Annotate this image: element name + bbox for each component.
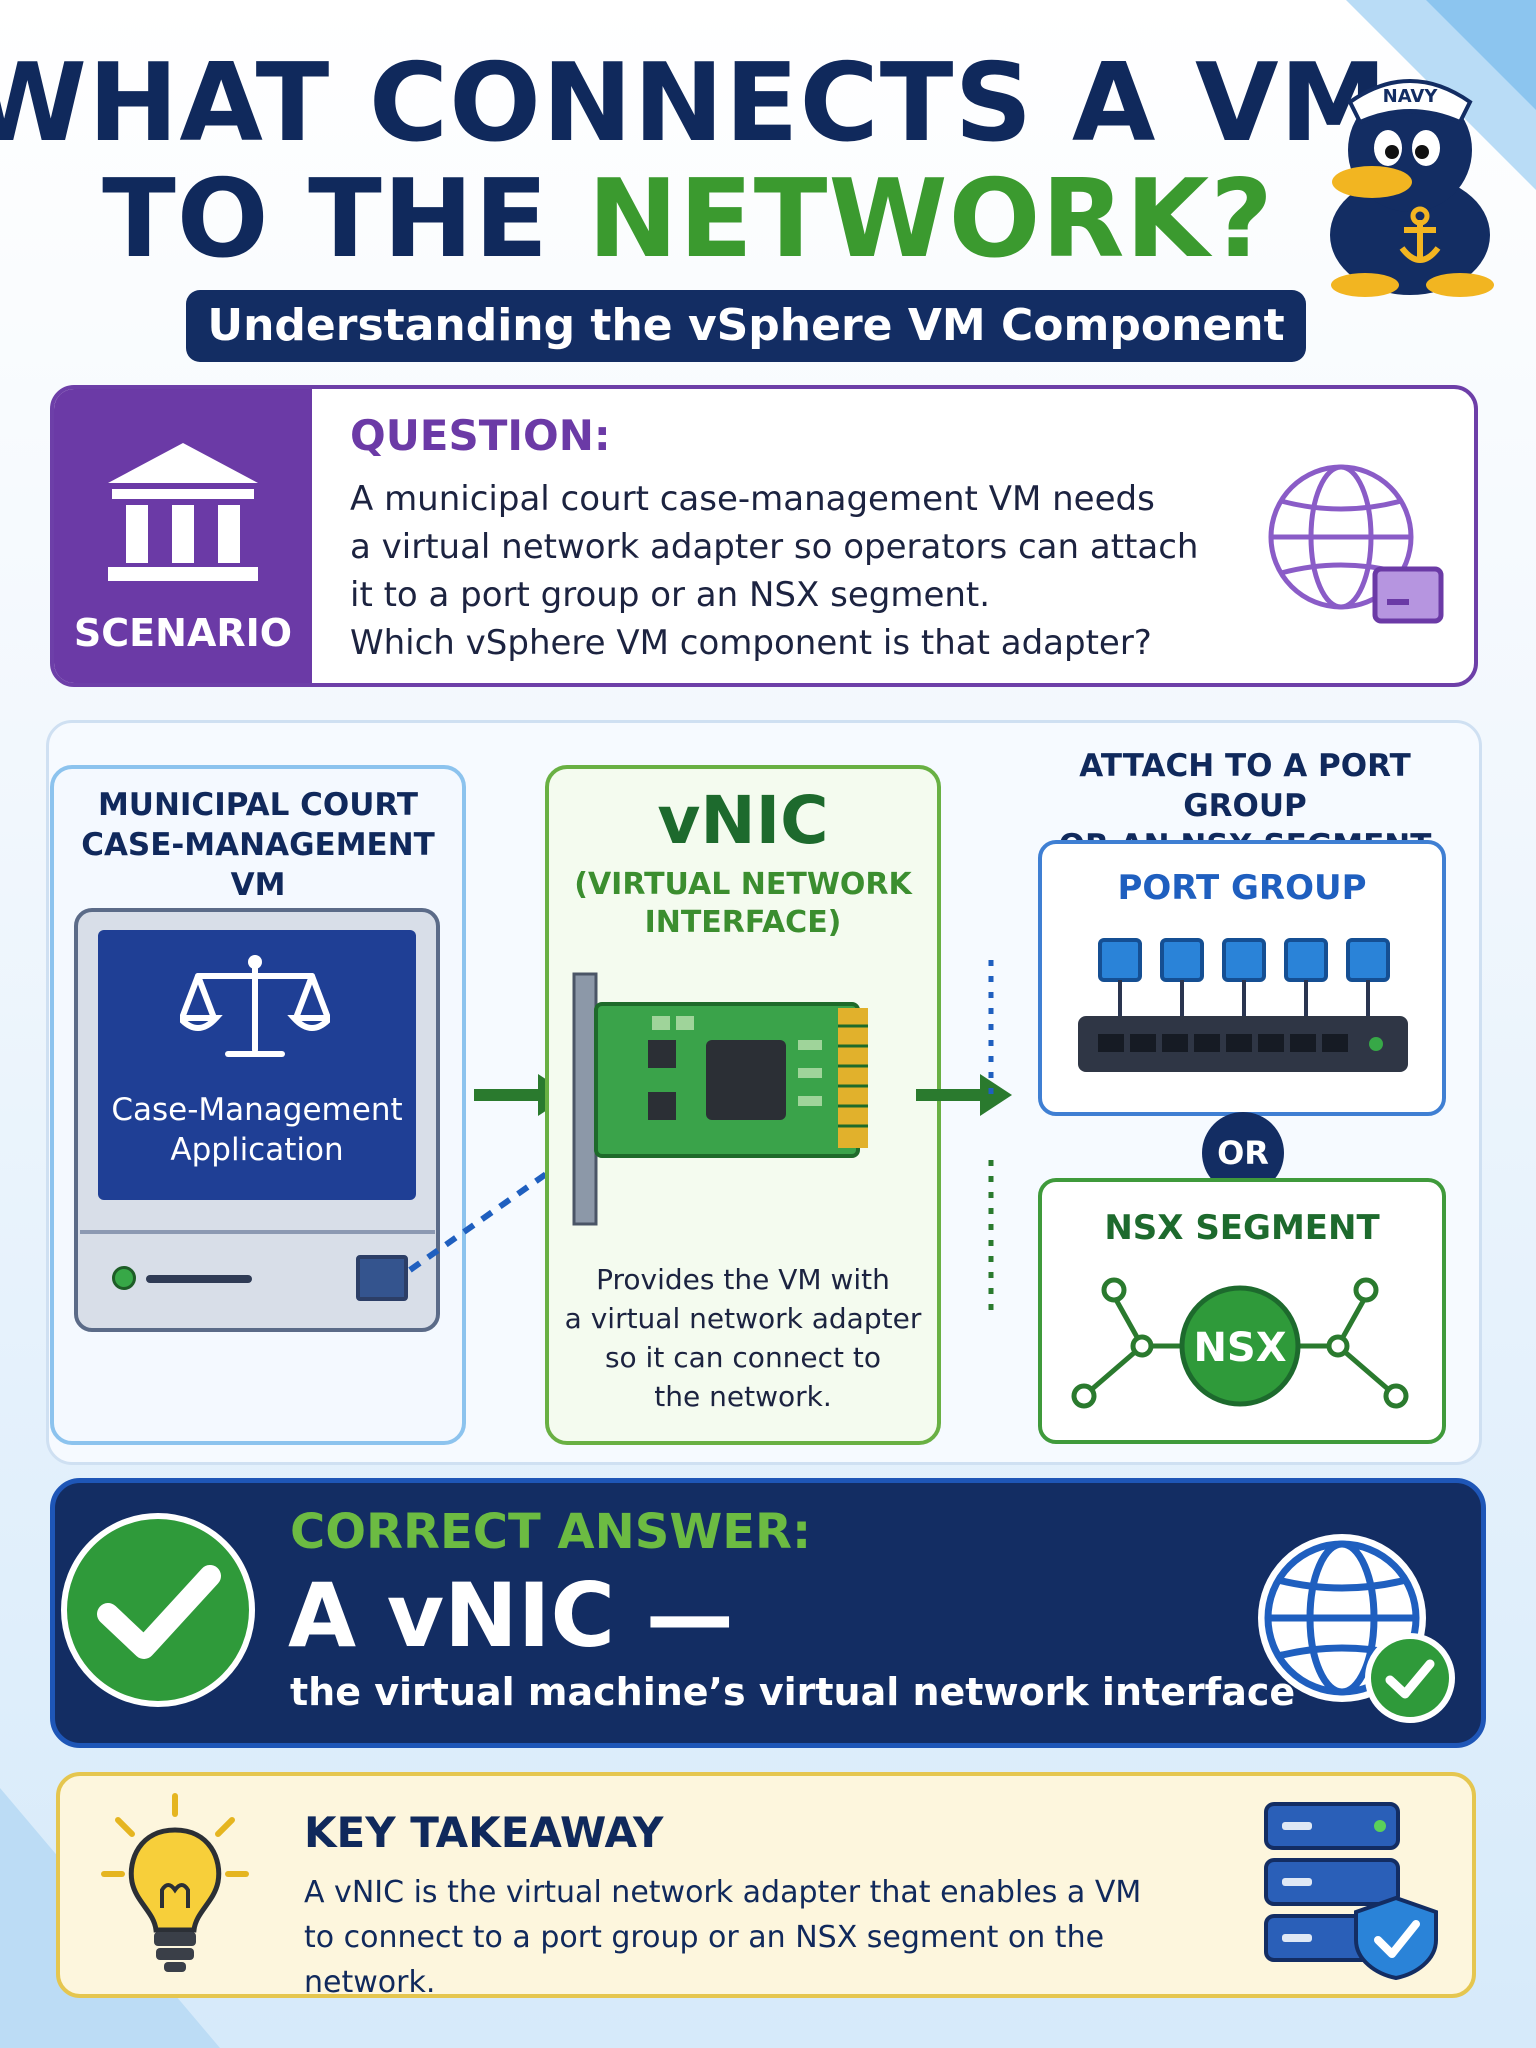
checkmark-circle-icon	[61, 1513, 255, 1707]
vm-title-line: MUNICIPAL COURT	[97, 787, 419, 823]
question-body: A municipal court case-management VM nee…	[350, 475, 1280, 667]
dotted-separator	[988, 960, 994, 1310]
server-shield-icon	[1264, 1802, 1438, 1980]
navy-duck-mascot-icon: NAVY	[1330, 79, 1494, 297]
question-heading: QUESTION:	[350, 411, 611, 460]
answer-subtext: the virtual machine’s virtual network in…	[290, 1670, 1296, 1714]
nsx-segment-icon: NSX	[1071, 1277, 1409, 1409]
nsx-segment-label: NSX SEGMENT	[1104, 1208, 1380, 1248]
title-highlight: NETWORK?	[587, 157, 1274, 282]
question-line: Which vSphere VM component is that adapt…	[350, 623, 1152, 663]
page-title-line1: WHAT CONNECTS A VM	[0, 41, 1389, 166]
title-prefix: TO THE	[102, 157, 588, 282]
takeaway-line: A vNIC is the virtual network adapter th…	[304, 1875, 1142, 1910]
scenario-sidebar: SCENARIO	[54, 389, 312, 683]
vnic-title: vNIC	[657, 782, 829, 859]
mascot-hat-text: NAVY	[1383, 86, 1439, 107]
takeaway-heading: KEY TAKEAWAY	[304, 1808, 664, 1857]
vm-screen-text: Case-Management Application	[98, 1090, 416, 1170]
globe-check-icon	[1258, 1534, 1455, 1723]
network-card-icon	[572, 972, 868, 1226]
scenario-card: SCENARIO QUESTION: A municipal court cas…	[50, 385, 1478, 687]
port-group-label: PORT GROUP	[1117, 868, 1367, 908]
attach-title-line: ATTACH TO A PORT GROUP	[1079, 748, 1411, 824]
globe-network-icon	[1268, 464, 1444, 624]
network-port	[356, 1255, 408, 1301]
question-line: A municipal court case-management VM nee…	[350, 479, 1155, 519]
screen-line: Case-Management	[111, 1092, 403, 1128]
power-led	[112, 1266, 136, 1290]
vnic-desc-line: the network.	[654, 1380, 832, 1413]
network-switch-icon	[1078, 938, 1408, 1072]
question-line: it to a port group or an NSX segment.	[350, 575, 991, 615]
vnic-desc-line: Provides the VM with	[596, 1263, 890, 1296]
vm-divider	[80, 1230, 435, 1234]
answer-card	[50, 1478, 1486, 1748]
answer-main: A vNIC —	[288, 1564, 734, 1667]
screen-line: Application	[170, 1132, 344, 1168]
scales-of-justice-icon	[180, 955, 330, 1057]
takeaway-line: to connect to a port group or an NSX seg…	[304, 1920, 1105, 2000]
question-line: a virtual network adapter so operators c…	[350, 527, 1199, 567]
arrow-right-icon	[916, 1074, 1012, 1116]
vnic-description: Provides the VM with a virtual network a…	[560, 1260, 926, 1416]
scenario-label: SCENARIO	[73, 611, 293, 655]
vm-title: MUNICIPAL COURT CASE-MANAGEMENT VM	[50, 785, 466, 905]
page-subtitle: Understanding the vSphere VM Component	[186, 290, 1306, 362]
nsx-node-text: NSX	[1193, 1325, 1286, 1371]
courthouse-icon	[108, 443, 258, 581]
vnic-subtitle: (VIRTUAL NETWORK INTERFACE)	[545, 866, 941, 942]
takeaway-card	[56, 1772, 1476, 1998]
vm-title-line: CASE-MANAGEMENT VM	[81, 827, 435, 903]
vnic-desc-line: so it can connect to	[604, 1341, 882, 1374]
takeaway-body: A vNIC is the virtual network adapter th…	[304, 1870, 1244, 2005]
vnic-desc-line: a virtual network adapter	[564, 1302, 922, 1335]
page-title-line2: TO THE NETWORK?	[0, 160, 1456, 280]
vnic-subtitle-line: (VIRTUAL NETWORK	[574, 867, 912, 902]
answer-heading: CORRECT ANSWER:	[290, 1504, 812, 1560]
lightbulb-icon	[101, 1793, 249, 1972]
drive-slot	[146, 1275, 252, 1283]
vnic-subtitle-line: INTERFACE)	[644, 905, 842, 940]
